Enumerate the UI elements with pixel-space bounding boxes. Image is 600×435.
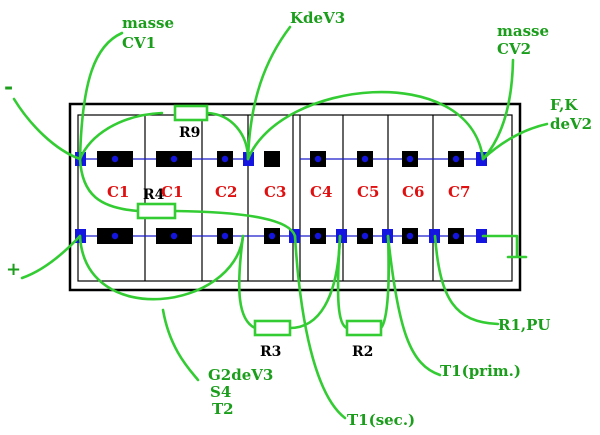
label-c7: C7 — [448, 183, 470, 201]
label-g2dev3: G2deV3 — [208, 366, 273, 384]
label-t1-sec: T1(sec.) — [347, 411, 415, 429]
label-c6: C6 — [402, 183, 424, 201]
label-plus: + — [6, 259, 21, 280]
label-minus: - — [4, 74, 13, 100]
label-r4: R4 — [143, 187, 165, 203]
resistors — [136, 104, 383, 337]
label-t2: T2 — [212, 400, 234, 418]
label-masse-cv2: masse — [497, 22, 549, 40]
wiring — [12, 25, 549, 420]
label-c1-left: C1 — [107, 183, 129, 201]
label-r2: R2 — [352, 344, 373, 360]
label-kdev3: KdeV3 — [290, 9, 345, 27]
label-r1-pu: R1,PU — [498, 316, 551, 334]
bus-dots — [111, 155, 460, 240]
label-dev2: deV2 — [550, 115, 592, 133]
label-r3: R3 — [260, 344, 281, 360]
label-c4: C4 — [310, 183, 332, 201]
label-fk: F,K — [550, 96, 578, 114]
label-c3: C3 — [264, 183, 286, 201]
label-r9: R9 — [179, 125, 200, 141]
label-masse-cv1: masse — [122, 14, 174, 32]
label-c5: C5 — [357, 183, 379, 201]
board-inner-frame — [77, 114, 513, 282]
label-c1-right: C1 — [161, 183, 183, 201]
label-s4: S4 — [210, 383, 231, 401]
label-cv2: CV2 — [497, 40, 531, 58]
label-cv1: CV1 — [122, 34, 156, 52]
label-c2: C2 — [215, 183, 237, 201]
label-t1-prim: T1(prim.) — [440, 362, 521, 380]
